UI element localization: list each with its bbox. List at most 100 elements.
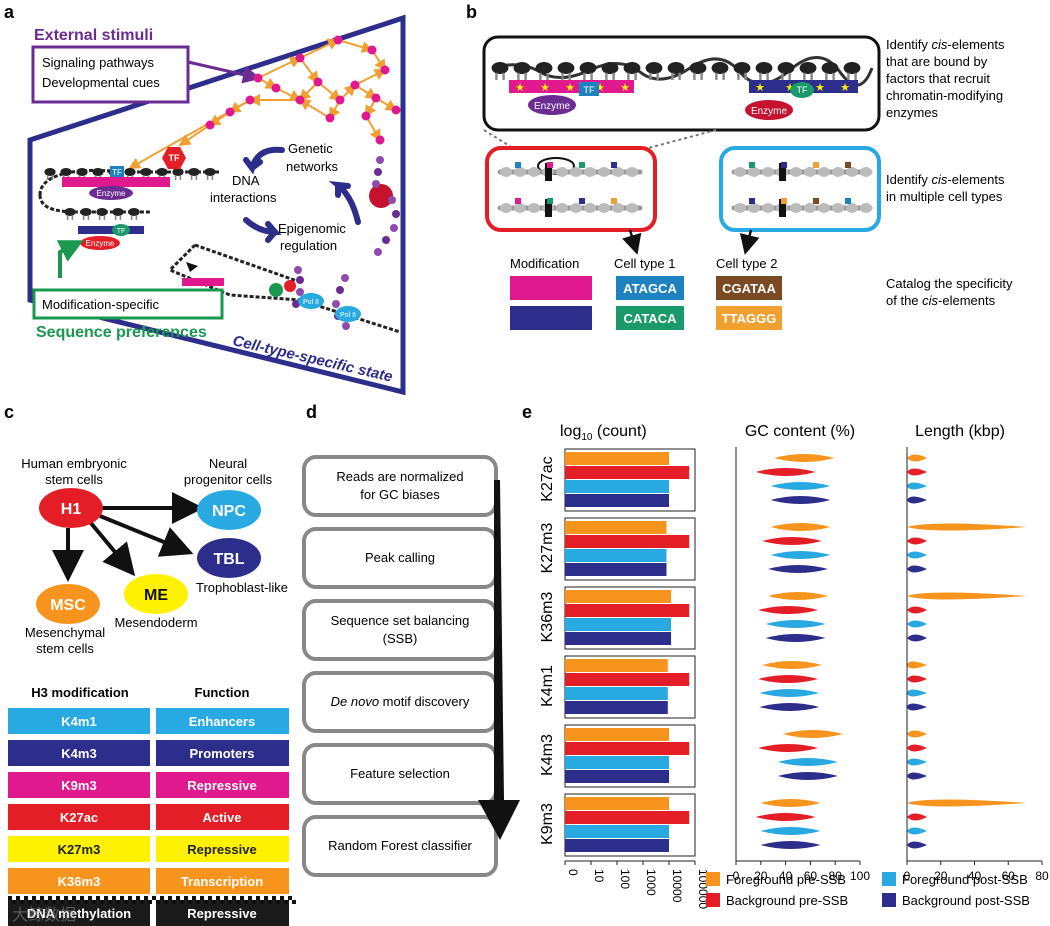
checker-divider xyxy=(48,896,52,900)
table-func-cell xyxy=(156,900,289,926)
length-violin xyxy=(907,468,927,476)
length-violin xyxy=(907,634,927,642)
table-mod-text: K27m3 xyxy=(58,842,101,857)
gc-violin xyxy=(768,565,828,573)
node-npc-label: NPC xyxy=(212,503,246,520)
legend-swatch xyxy=(706,872,720,886)
count-bar xyxy=(565,728,669,741)
count-tick-label: 10 xyxy=(592,869,606,883)
mini-nucleosome xyxy=(860,203,872,213)
tf-hexagon xyxy=(162,147,186,169)
legend-label: Foreground post-SSB xyxy=(902,872,1028,887)
network-edge xyxy=(298,98,331,119)
motif-label: CGATAA xyxy=(722,281,776,296)
checker-divider xyxy=(144,896,148,900)
cell-type-1-arrow xyxy=(622,229,642,255)
row-label: K27m3 xyxy=(539,523,556,574)
checker-divider xyxy=(128,896,132,900)
network-node xyxy=(295,95,305,105)
desc3-line1: Catalog the specificity xyxy=(886,276,1013,291)
table-mod-text: DNA methylation xyxy=(27,906,131,921)
pipeline-step-label: Peak calling xyxy=(365,550,435,565)
mini-nucleosome xyxy=(514,203,526,213)
mini-nucleosome xyxy=(832,203,844,213)
panel-label-a: a xyxy=(4,2,15,22)
table-mod-text: K9m3 xyxy=(61,778,96,793)
motif-swatch-cell-type-2 xyxy=(716,276,782,300)
nucleosome xyxy=(156,168,168,176)
cell-type-2-box xyxy=(719,146,881,232)
network-edge xyxy=(317,81,342,102)
nucleosome xyxy=(755,62,773,74)
mini-nucleosome xyxy=(804,167,816,177)
modification-swatch-2 xyxy=(510,306,592,330)
count-bar xyxy=(565,687,668,700)
network-edge xyxy=(299,38,340,59)
mini-nucleosome xyxy=(514,167,526,177)
star-mark: ★ xyxy=(815,82,825,94)
chromatin-loop-2 xyxy=(194,243,301,284)
bead-chains xyxy=(292,156,400,330)
cell-state-frame xyxy=(27,14,406,396)
bead xyxy=(296,288,304,296)
star-mark: ★ xyxy=(595,82,605,94)
checker-divider xyxy=(236,900,240,904)
length-tick-label: 20 xyxy=(934,869,948,883)
checker-divider xyxy=(8,896,12,900)
count-bar xyxy=(565,480,669,493)
checker-divider xyxy=(168,896,172,900)
network-node xyxy=(205,120,215,130)
tbl-desc: Trophoblast-like xyxy=(196,580,288,595)
star-mark: ★ xyxy=(755,82,765,94)
enzyme-a-top-label: Enzyme xyxy=(97,189,126,198)
checker-divider xyxy=(184,896,188,900)
bead xyxy=(336,286,344,294)
network-node xyxy=(350,80,360,90)
pipeline-arrow xyxy=(478,480,520,840)
network-node xyxy=(391,105,401,115)
checker-divider xyxy=(36,900,40,904)
desc3-line2: of the cis-elements xyxy=(886,293,996,308)
count-tick-label: 100 xyxy=(618,869,632,889)
tf-b-1 xyxy=(579,82,599,96)
mini-nucleosome xyxy=(598,167,610,177)
panel-e: log10 (count) GC content (%) Length (kbp… xyxy=(539,423,1049,909)
checker-divider xyxy=(256,896,260,900)
nucleosome xyxy=(96,208,108,216)
network-node xyxy=(375,135,385,145)
node-tbl-label: TBL xyxy=(213,551,244,568)
modification-bar-top xyxy=(62,177,170,187)
mini-nucleosome xyxy=(790,203,802,213)
mini-nucleosome xyxy=(748,167,760,177)
checker-divider xyxy=(180,900,184,904)
table-func-cell xyxy=(156,804,289,830)
length-violin xyxy=(907,758,927,766)
network-node xyxy=(295,53,305,63)
network-edge xyxy=(337,39,374,53)
gc-violin xyxy=(770,496,831,504)
network-node xyxy=(313,77,323,87)
modification-swatch-1 xyxy=(510,276,592,300)
nucleosome xyxy=(60,168,72,176)
count-bar xyxy=(565,659,668,672)
regulation-arrow-1 xyxy=(243,146,285,175)
count-bar xyxy=(565,535,690,548)
network-node xyxy=(333,35,343,45)
nucleosome xyxy=(140,168,152,176)
checker-divider xyxy=(84,900,88,904)
star-mark: ★ xyxy=(620,82,630,94)
mini-nucleosome xyxy=(528,203,540,213)
gc-violin xyxy=(765,620,826,628)
pipeline-step-label: Feature selection xyxy=(350,766,450,781)
checker-divider xyxy=(68,900,72,904)
zoom-mod-bar-magenta xyxy=(509,80,634,93)
node-h1-label: H1 xyxy=(61,501,82,518)
mini-boundary xyxy=(545,199,552,217)
length-violin xyxy=(907,703,927,711)
desc2-line1: Identify cis-elements xyxy=(886,172,1005,187)
mini-nucleosome xyxy=(734,167,746,177)
count-bar xyxy=(565,521,667,534)
bead xyxy=(292,300,300,308)
edge-h1-tbl xyxy=(99,514,194,557)
